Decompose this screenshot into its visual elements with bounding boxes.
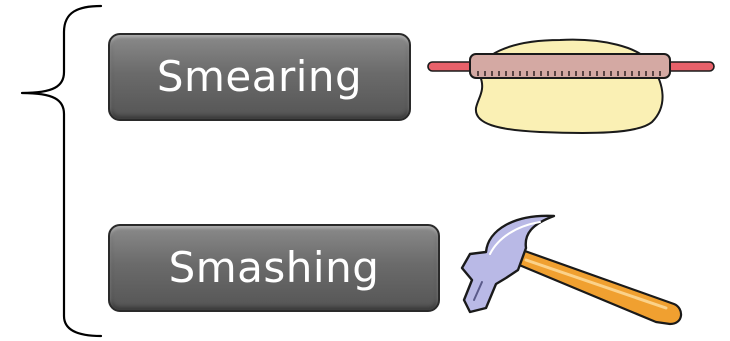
smashing-label-box: Smashing bbox=[108, 224, 440, 312]
grouping-brace bbox=[20, 4, 103, 338]
hammer-icon bbox=[460, 214, 683, 326]
smearing-label-box: Smearing bbox=[108, 33, 411, 121]
rolling-pin-icon bbox=[427, 38, 715, 134]
smearing-label: Smearing bbox=[156, 52, 363, 101]
smashing-label: Smashing bbox=[168, 243, 380, 292]
